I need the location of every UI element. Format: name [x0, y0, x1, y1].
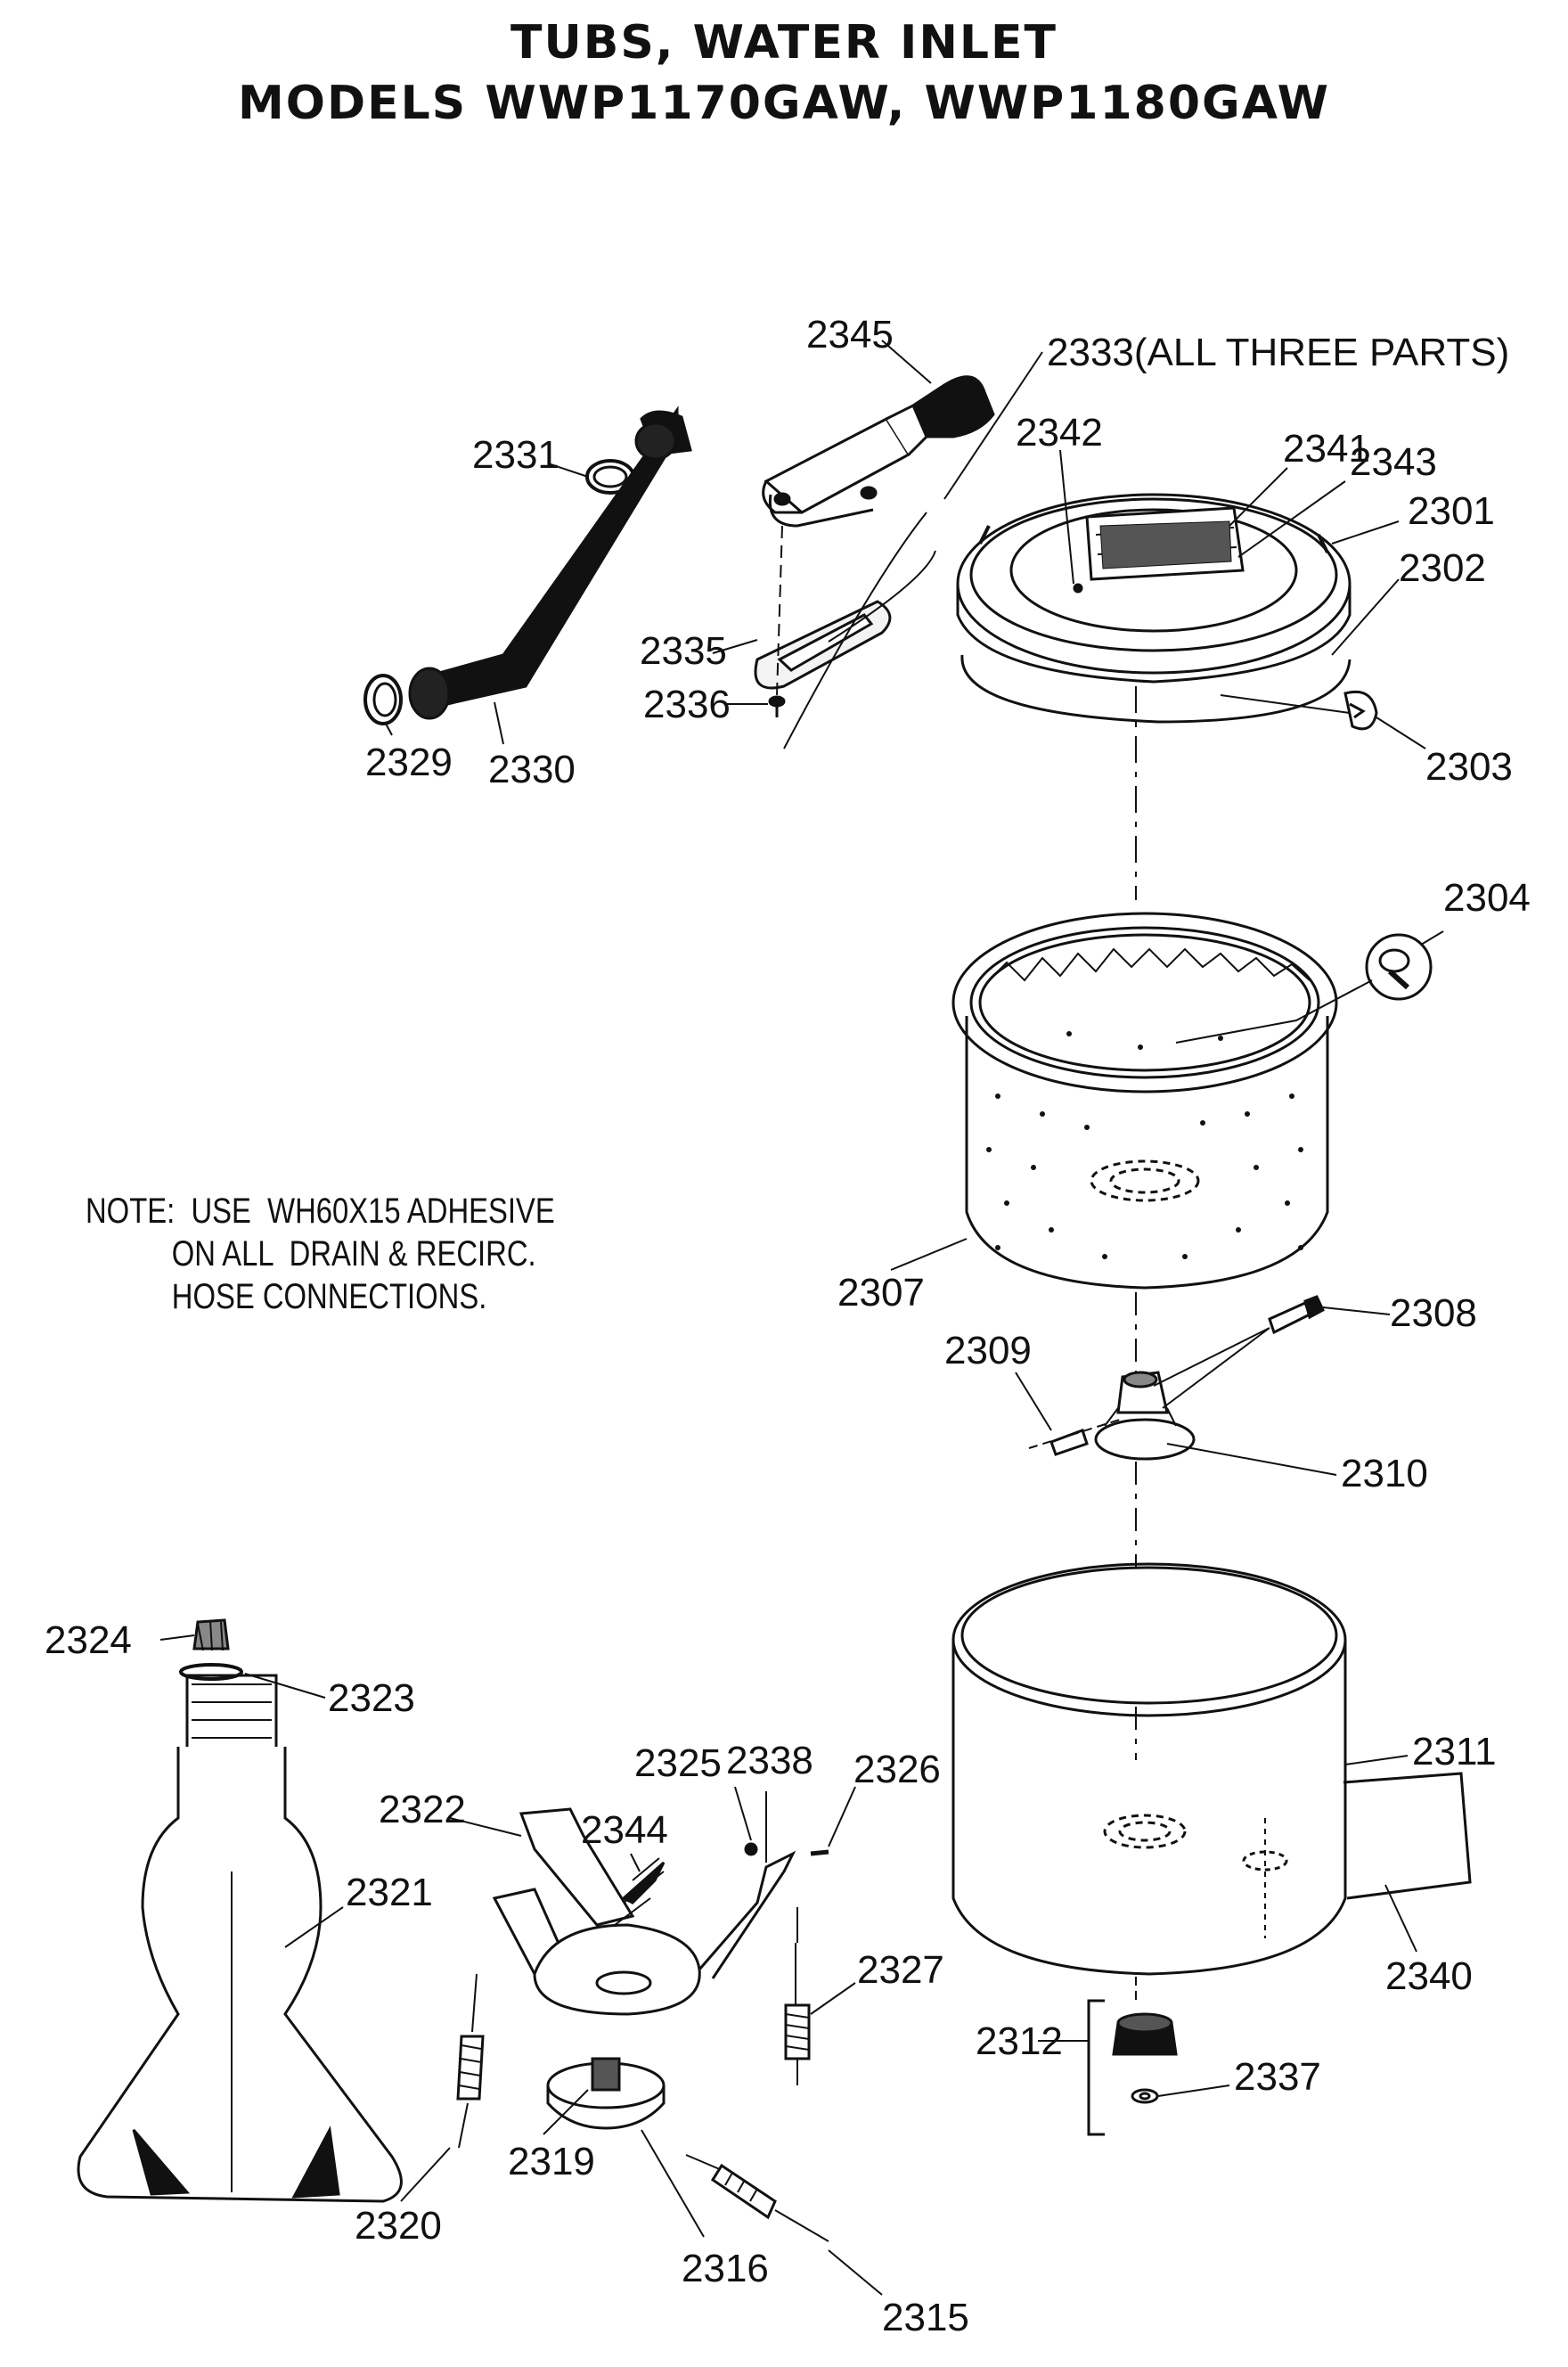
label-2323: 2323 — [328, 1676, 415, 1720]
note-line2: ON ALL DRAIN & RECIRC. — [171, 1234, 536, 1274]
spring-2327 — [784, 1907, 811, 2085]
hub-2310 — [1094, 1371, 1196, 1461]
nut-2312 — [1112, 2012, 1178, 2056]
adhesive-note: NOTE: USE WH60X15 ADHESIVE ON ALL DRAIN … — [86, 1190, 555, 1318]
leader-lines — [159, 340, 1444, 2296]
label-2344: 2344 — [581, 1808, 668, 1852]
bolt-2308 — [1268, 1295, 1325, 1335]
label-2341: 2341 — [1283, 427, 1370, 471]
label-2322: 2322 — [379, 1788, 466, 1831]
diagram-title-line1: TUBS, WATER INLET — [510, 16, 1058, 70]
seal-2302 — [960, 654, 1352, 724]
hose-band-2340 — [1343, 1772, 1472, 1900]
agitator-2321 — [77, 1674, 403, 2203]
label-2303: 2303 — [1425, 745, 1513, 789]
screw-2336 — [768, 695, 786, 717]
label-2311: 2311 — [1412, 1730, 1497, 1773]
label-2325: 2325 — [634, 1741, 722, 1785]
label-2321: 2321 — [346, 1871, 433, 1914]
label-2342: 2342 — [1016, 411, 1103, 455]
outer-tub-2311 — [951, 1562, 1347, 1976]
screw-2304 — [1365, 933, 1433, 1001]
balance-ring-2301 — [956, 493, 1352, 684]
basket-2307 — [951, 912, 1338, 1290]
label-2309: 2309 — [944, 1329, 1032, 1372]
water-inlet-spout — [762, 375, 995, 528]
drive-support-2322 — [492, 1807, 796, 2016]
label-2307: 2307 — [837, 1271, 925, 1315]
label-2302: 2302 — [1399, 546, 1486, 590]
label-2319: 2319 — [508, 2140, 595, 2183]
label-2304: 2304 — [1443, 876, 1531, 920]
cap-2324 — [192, 1618, 230, 1651]
label-2345: 2345 — [806, 313, 894, 356]
label-2343: 2343 — [1350, 440, 1437, 484]
note-line1: NOTE: USE WH60X15 ADHESIVE — [86, 1192, 555, 1231]
label-2310: 2310 — [1341, 1452, 1428, 1495]
label-2320: 2320 — [355, 2204, 442, 2248]
label-2335: 2335 — [640, 629, 727, 673]
label-2329: 2329 — [365, 741, 453, 784]
clamp-2331 — [585, 459, 635, 495]
label-2340: 2340 — [1385, 1954, 1473, 1998]
washer-2337 — [1131, 2088, 1159, 2104]
label-2338: 2338 — [726, 1739, 813, 1782]
label-2301: 2301 — [1408, 489, 1495, 533]
label-2337: 2337 — [1234, 2055, 1321, 2099]
hose-2330 — [408, 405, 692, 720]
spring-2320 — [456, 1973, 485, 2149]
spring-2315 — [685, 2154, 829, 2242]
label-2324: 2324 — [45, 1618, 132, 1662]
label-2331: 2331 — [472, 433, 559, 477]
filter-2342-2341-2343 — [1073, 506, 1245, 594]
label-2326: 2326 — [853, 1748, 941, 1791]
nut-2319 — [591, 2057, 621, 2092]
bolt-2326 — [810, 1849, 829, 1856]
label-2333: 2333(ALL THREE PARTS) — [1047, 331, 1509, 374]
key-2309 — [1049, 1429, 1089, 1456]
label-2316: 2316 — [682, 2247, 769, 2290]
label-2330: 2330 — [488, 748, 576, 791]
label-2308: 2308 — [1390, 1291, 1477, 1335]
label-2336: 2336 — [643, 683, 731, 726]
label-2327: 2327 — [857, 1948, 944, 1992]
label-2315: 2315 — [882, 2296, 969, 2339]
ring-2323 — [179, 1663, 243, 1681]
clip-2303 — [1343, 690, 1378, 731]
label-2312: 2312 — [976, 2019, 1063, 2063]
clamp-2329 — [363, 674, 403, 725]
note-line3: HOSE CONNECTIONS. — [171, 1277, 487, 1316]
rivet-2325 — [744, 1842, 758, 1856]
diagram-title-line2: MODELS WWP1170GAW, WWP1180GAW — [238, 77, 1330, 130]
spring-2344 — [614, 1857, 666, 1926]
